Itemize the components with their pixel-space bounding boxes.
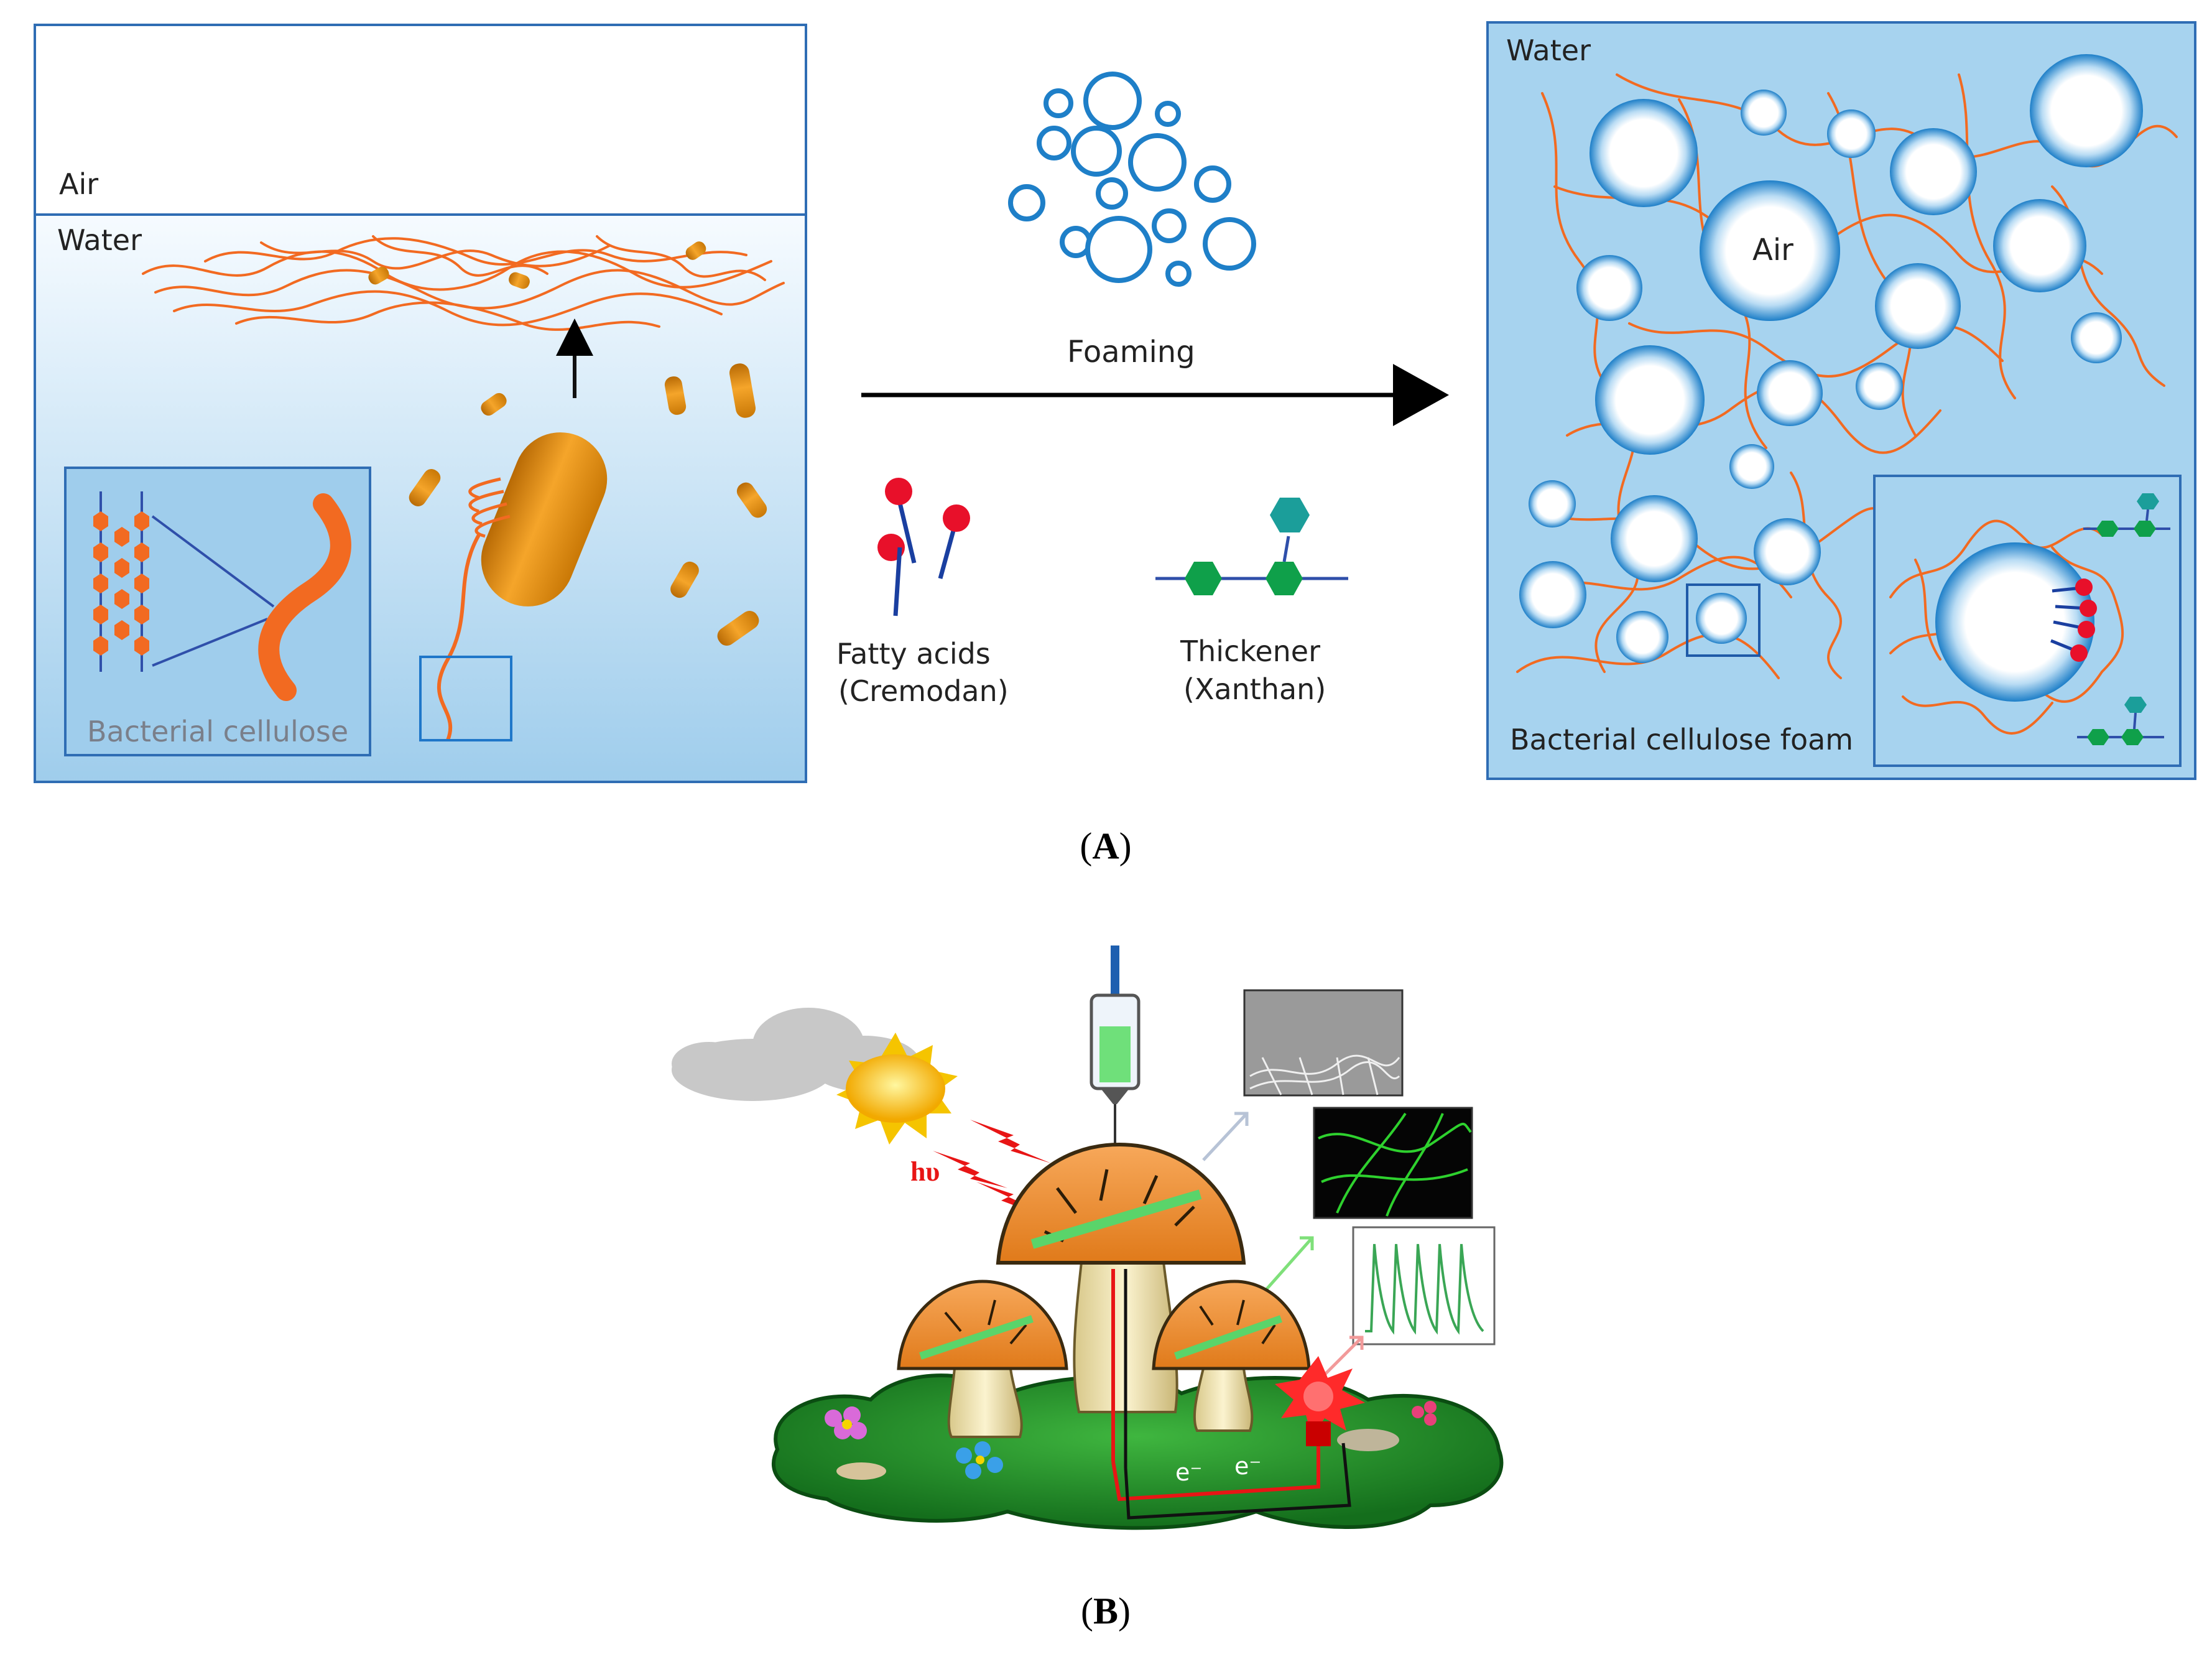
fatty-acids-label: Fatty acids — [836, 637, 991, 671]
light-bolts — [933, 1120, 1051, 1219]
bubble-zoom-box — [1686, 583, 1761, 657]
panel-a-middle: Foaming Fatty acids (Cremodan) Thickener… — [836, 72, 1449, 708]
foaming-arrow — [861, 364, 1449, 426]
bacterial-cellulose-label: Bacterial cellulose — [87, 715, 348, 748]
fatty-acids-icon — [877, 478, 970, 616]
hv-label: hυ — [910, 1156, 940, 1187]
bubble-zoom-inset — [1873, 475, 2182, 767]
sem-image-thumbnail — [1243, 989, 1404, 1097]
cellulose-chains — [93, 491, 149, 672]
syringe — [1090, 945, 1141, 1169]
caption-a: (A) — [1080, 825, 1131, 866]
xanthan-in-foam-bottom — [2077, 697, 2164, 745]
cremodan-label: (Cremodan) — [838, 674, 1009, 708]
sem-fibers — [1249, 1054, 1400, 1095]
bacterial-cellulose-inset: Bacterial cellulose — [64, 467, 371, 756]
fatty-acids-at-interface — [2050, 578, 2097, 662]
cellulose-fiber-network — [142, 235, 785, 331]
cellulose-fibril — [258, 493, 351, 701]
mushroom-small-right — [1152, 1280, 1311, 1432]
foam-label: Bacterial cellulose foam — [1510, 723, 1853, 756]
water-label: Water — [57, 223, 142, 257]
right-water-label: Water — [1506, 34, 1591, 67]
sun — [836, 1033, 958, 1145]
panel-a-right-box: Water — [1486, 21, 2196, 780]
fluorescent-fibers — [1318, 1112, 1472, 1217]
air-region — [34, 24, 807, 216]
electron-label-1: e⁻ — [1175, 1459, 1202, 1486]
thickener-label: Thickener — [1180, 634, 1320, 668]
mushroom-small-left — [897, 1280, 1068, 1438]
electron-label-2: e⁻ — [1234, 1452, 1261, 1480]
fiber-zoom-box — [419, 656, 512, 741]
led-light — [1275, 1356, 1365, 1446]
circuit-wires — [1111, 1443, 1351, 1520]
foam-bubbles — [1519, 54, 2143, 663]
foam-air-label: Air — [1752, 233, 1793, 267]
caption-b: (B) — [1081, 1591, 1131, 1632]
photocurrent-curve — [1365, 1243, 1484, 1335]
panel-a-left-box: Air Water — [34, 24, 807, 783]
flowers — [825, 1401, 1437, 1480]
foam-bubbles-icon — [1008, 72, 1256, 287]
air-label: Air — [59, 167, 98, 201]
scattered-bacteria — [409, 363, 767, 646]
mushroom-large-center — [996, 1142, 1246, 1468]
foaming-label: Foaming — [1067, 335, 1195, 369]
xanthan-in-foam-top — [2083, 493, 2170, 537]
large-bacterium — [437, 432, 608, 741]
xanthan-label: (Xanthan) — [1183, 672, 1326, 706]
panel-b-illustration: hυ — [672, 945, 1504, 1530]
small-bacteria-at-surface — [368, 241, 706, 289]
xanthan-thickener-icon — [1155, 498, 1348, 595]
